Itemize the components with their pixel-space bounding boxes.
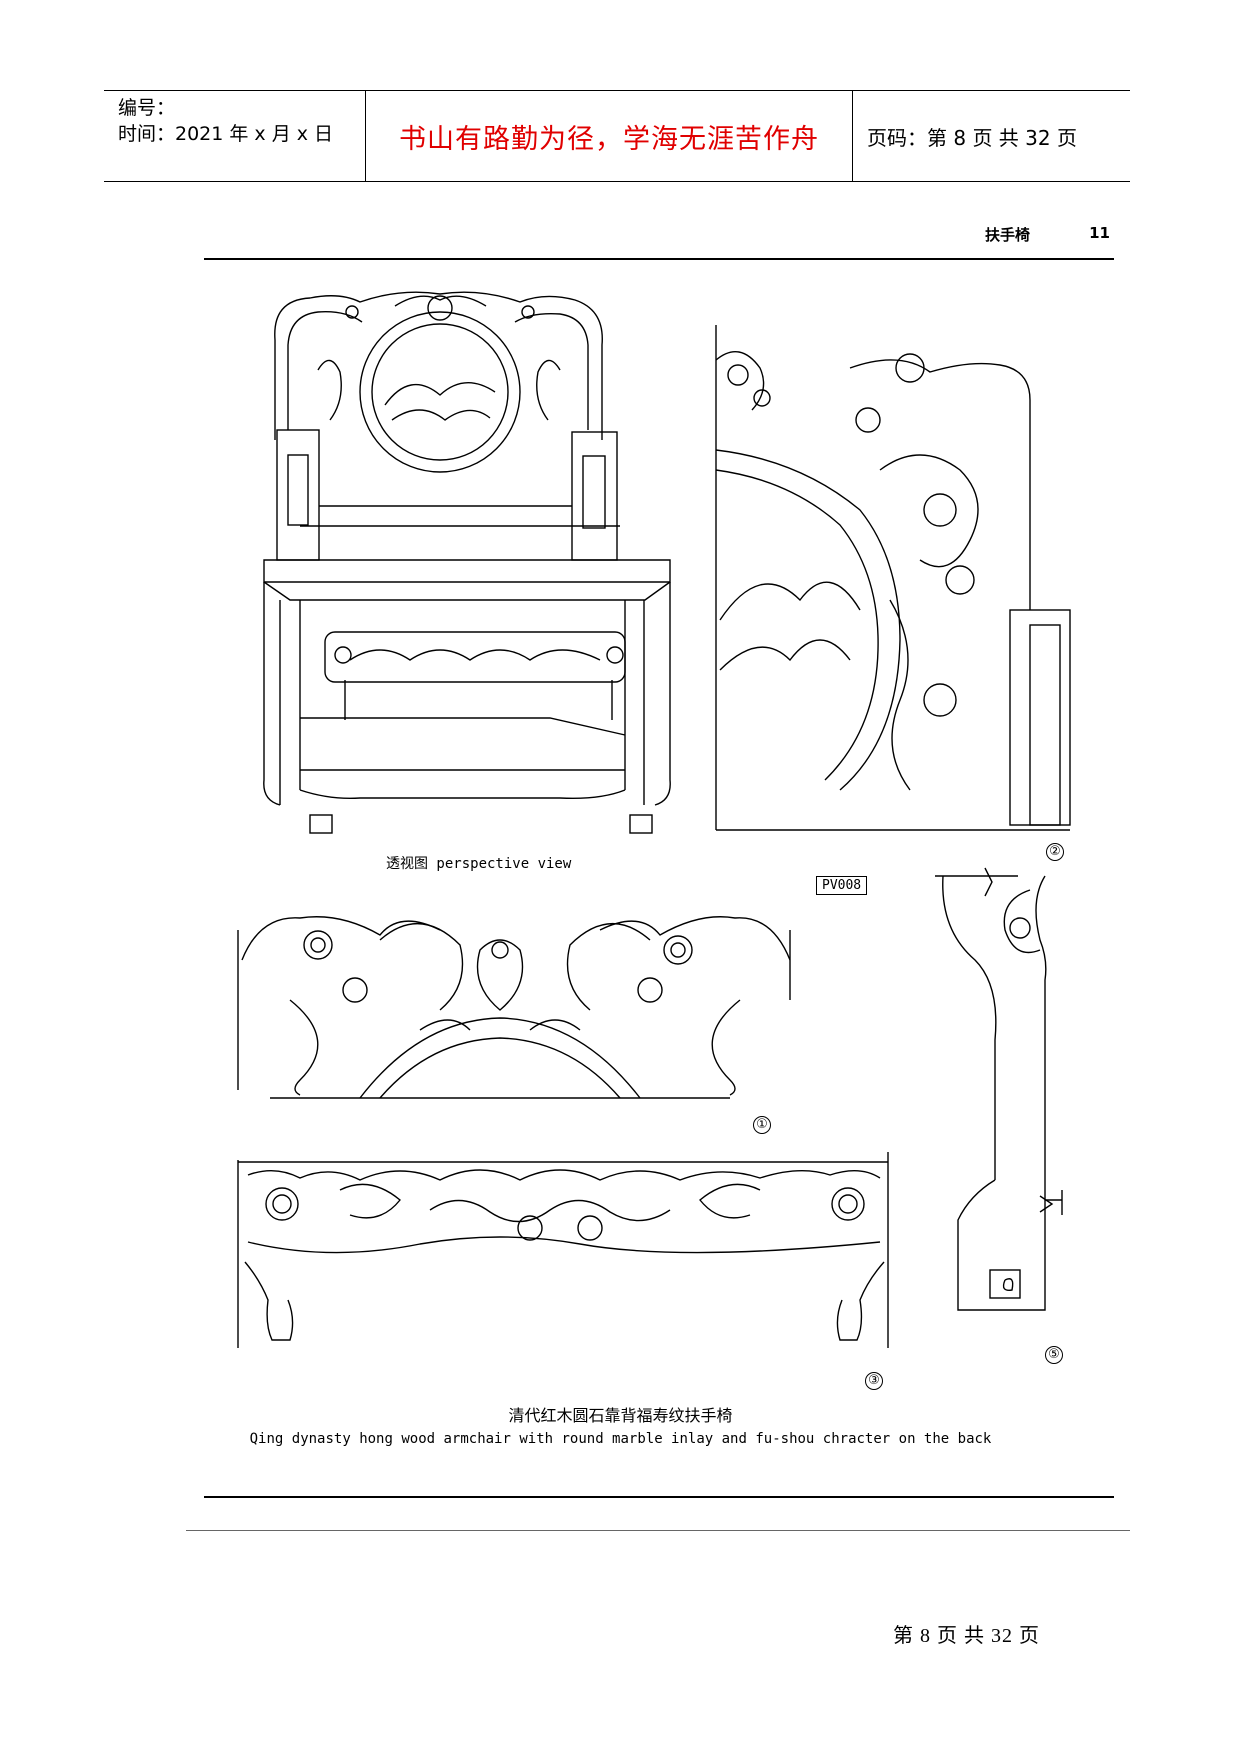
detail-number-5: ⑤ (1045, 1346, 1063, 1364)
detail-number-2: ② (1046, 843, 1064, 861)
doc-number-label: 编号： (118, 97, 176, 119)
detail-3-drawing (237, 1152, 889, 1348)
detail-5-drawing (935, 867, 1063, 1311)
header-meta-cell: 编号： 时间：2021 年 x 月 x 日 (104, 91, 366, 181)
header-motto-cell: 书山有路勤为径，学海无涯苦作舟 (366, 91, 853, 181)
detail-1-drawing (237, 916, 791, 1099)
armchair-perspective-drawing (263, 291, 671, 834)
detail-number-3: ③ (865, 1372, 883, 1390)
page-footer: 第 8 页 共 32 页 (893, 1625, 1040, 1647)
book-section-title: 扶手椅 (984, 226, 1030, 244)
book-page-number: 11 (1089, 224, 1110, 242)
page-code-text: 页码：第 8 页 共 32 页 (867, 125, 1077, 150)
figure-code: PV008 (816, 876, 868, 895)
perspective-caption: 透视图 perspective view (386, 856, 572, 872)
book-page-header: 扶手椅 11 (204, 222, 1114, 260)
book-footer-rule (204, 1496, 1114, 1498)
header-page-cell: 页码：第 8 页 共 32 页 (853, 91, 1130, 181)
page-footer-rule (186, 1530, 1130, 1531)
detail-number-1: ① (753, 1116, 771, 1134)
detail-2-drawing (715, 325, 1071, 831)
doc-time-label: 时间：2021 年 x 月 x 日 (118, 123, 334, 145)
document-header: 编号： 时间：2021 年 x 月 x 日 书山有路勤为径，学海无涯苦作舟 页码… (104, 90, 1130, 182)
motto-text: 书山有路勤为径，学海无涯苦作舟 (399, 123, 819, 155)
figure-title-en: Qing dynasty hong wood armchair with rou… (249, 1431, 992, 1447)
figure-title-cn: 清代红木圆石靠背福寿纹扶手椅 (508, 1406, 733, 1425)
